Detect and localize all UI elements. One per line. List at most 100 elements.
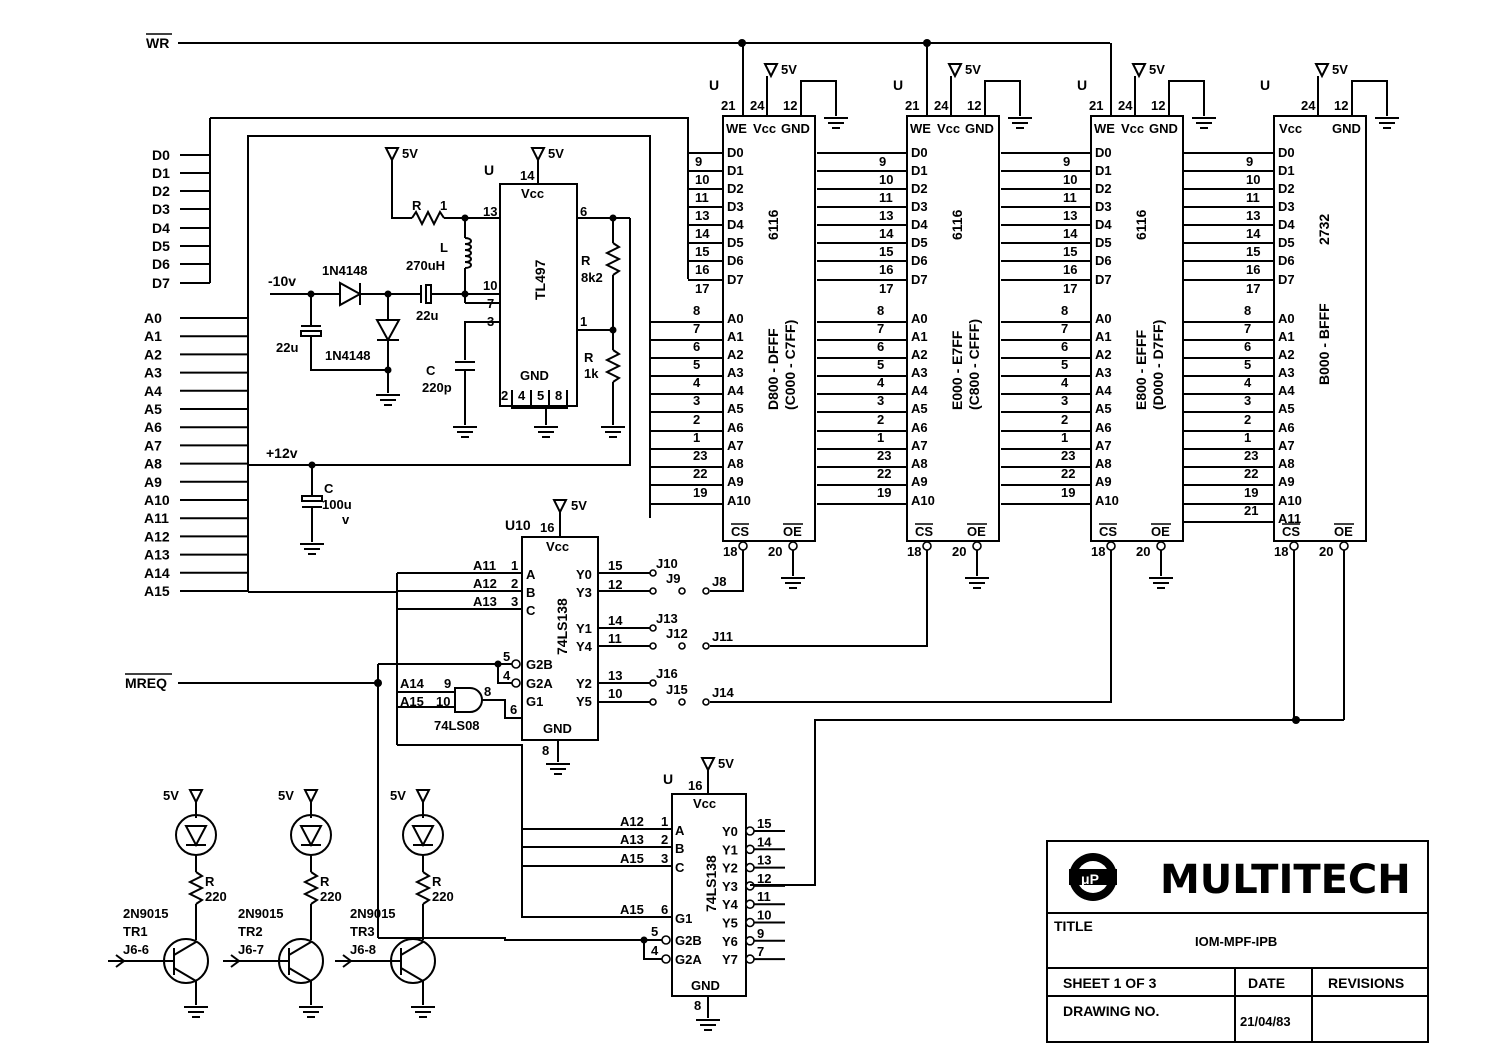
addr-pin-name: A7 <box>911 438 928 453</box>
cs-pin: 18 <box>1091 544 1105 559</box>
transistor-ref: TR1 <box>123 924 148 939</box>
and-in1-pin: 9 <box>444 676 451 691</box>
data-pin-number: 16 <box>1246 262 1260 277</box>
addr-pin-number: 2 <box>1061 412 1068 427</box>
addr-pin-name: A3 <box>911 365 928 380</box>
u10-y4: Y4 <box>576 639 593 654</box>
r8k2-val: 8k2 <box>581 270 603 285</box>
jumper-label: J11 <box>712 629 733 644</box>
data-pin-name: D3 <box>911 199 928 214</box>
jumper-pad <box>702 587 710 595</box>
data-pin-name: D3 <box>1095 199 1112 214</box>
memory-chip-body <box>1090 115 1184 542</box>
addr-pin-name: A11 <box>1278 511 1301 526</box>
chip-range-alt: (D000 - D7FF) <box>1150 320 1166 410</box>
data-bus-d3: D3 <box>152 201 170 217</box>
addr-pin-number: 19 <box>693 485 707 500</box>
d2-output-pin: 15 <box>757 816 771 831</box>
addr-pin-name: A7 <box>727 438 744 453</box>
data-bus-d5: D5 <box>152 238 170 254</box>
addr-bus-a10: A10 <box>144 492 170 508</box>
u10-in-c-pin: 3 <box>511 594 518 609</box>
pin-13: 13 <box>483 204 497 219</box>
addr-pin-number: 22 <box>1061 466 1075 481</box>
d2-g2b-pin: 5 <box>651 924 658 939</box>
u10-y3: Y3 <box>576 585 592 600</box>
transistor-input: J6-8 <box>350 942 376 957</box>
jumper-pad <box>678 698 686 706</box>
addr-bus-a13: A13 <box>144 547 170 563</box>
gnd-name: GND <box>1149 121 1178 136</box>
transistor-part: 2N9015 <box>350 906 396 921</box>
vcc-name: Vcc <box>753 121 776 136</box>
oe-pin: 20 <box>952 544 966 559</box>
addr-pin-name: A5 <box>1095 401 1112 416</box>
chip-range: B000 - BFFF <box>1316 303 1332 385</box>
tl497-vcc-label: Vcc <box>521 186 544 201</box>
resistor-name: R <box>432 874 442 889</box>
d2-in-c-pin: 3 <box>661 851 668 866</box>
u10-gnd-pin: 8 <box>542 743 549 758</box>
jumper-label: J14 <box>712 685 734 700</box>
data-bus-d7: D7 <box>152 275 170 291</box>
data-pin-number: 15 <box>1246 244 1260 259</box>
company-name: MULTITECH <box>1160 857 1411 903</box>
addr-pin-number: 23 <box>693 448 707 463</box>
data-pin-name: D1 <box>727 163 744 178</box>
d2-output-name: Y5 <box>722 916 738 931</box>
addr-pin-name: A4 <box>911 383 928 398</box>
data-pin-name: D1 <box>911 163 928 178</box>
transistor-input: J6-6 <box>123 942 149 957</box>
cs-pin: 18 <box>1274 544 1288 559</box>
addr-pin-number: 6 <box>877 339 884 354</box>
oe-pin: 20 <box>1136 544 1150 559</box>
data-pin-name: D4 <box>911 217 928 232</box>
oe-pin: 20 <box>768 544 782 559</box>
u10-in-b-pin: 2 <box>511 576 518 591</box>
data-pin-number: 14 <box>879 226 894 241</box>
d2-in-a-name: A <box>675 823 685 838</box>
gnd-pin: 12 <box>967 98 981 113</box>
addr-bus-a5: A5 <box>144 401 162 417</box>
pin-3: 3 <box>487 314 494 329</box>
u10-in-a-name: A <box>526 567 536 582</box>
data-pin-name: D0 <box>911 145 928 160</box>
d2-in-c-name: C <box>675 860 685 875</box>
data-bus-d2: D2 <box>152 183 170 199</box>
supply-arrow <box>947 63 963 79</box>
multitech-logo: μP <box>1069 853 1117 901</box>
addr-pin-name: A8 <box>1278 456 1295 471</box>
decoder2-chip <box>671 793 747 997</box>
pin-1: 1 <box>580 314 587 329</box>
data-pin-name: D5 <box>727 235 744 250</box>
decoder2-vcc-pin: 16 <box>688 778 702 793</box>
u10-y5-pin: 10 <box>608 686 622 701</box>
data-pin-name: D4 <box>727 217 744 232</box>
jumper-pad <box>649 587 657 595</box>
supply-arrow <box>188 789 204 805</box>
addr-pin-number: 23 <box>877 448 891 463</box>
cs-bubble <box>1106 541 1116 551</box>
bulk-cap-name: C <box>324 481 334 496</box>
addr-pin-name: A0 <box>727 311 744 326</box>
u10-in-a-pin: 1 <box>511 558 518 573</box>
addr-pin-name: A4 <box>1095 383 1112 398</box>
decoder-u10: U10 16 5V Vcc GND 74LS138 8 A11 1 A A12 … <box>378 498 734 775</box>
date-label: DATE <box>1248 975 1285 991</box>
chip-u-label: U <box>893 77 903 93</box>
r1-5v: 5V <box>402 146 418 161</box>
u10-y0-pin: 15 <box>608 558 622 573</box>
u10-g2a-name: G2A <box>526 676 553 691</box>
r8k2-name: R <box>581 253 591 268</box>
addr-pin-name: A0 <box>1278 311 1295 326</box>
data-pin-name: D7 <box>1095 272 1112 287</box>
d2-output-name: Y4 <box>722 897 739 912</box>
d2-output-name: Y1 <box>722 842 738 857</box>
data-pin-number: 14 <box>1063 226 1078 241</box>
addr-pin-name: A10 <box>1095 493 1119 508</box>
addr-pin-name: A5 <box>1278 401 1295 416</box>
data-pin-name: D1 <box>1278 163 1295 178</box>
addr-pin-name: A8 <box>1095 456 1112 471</box>
